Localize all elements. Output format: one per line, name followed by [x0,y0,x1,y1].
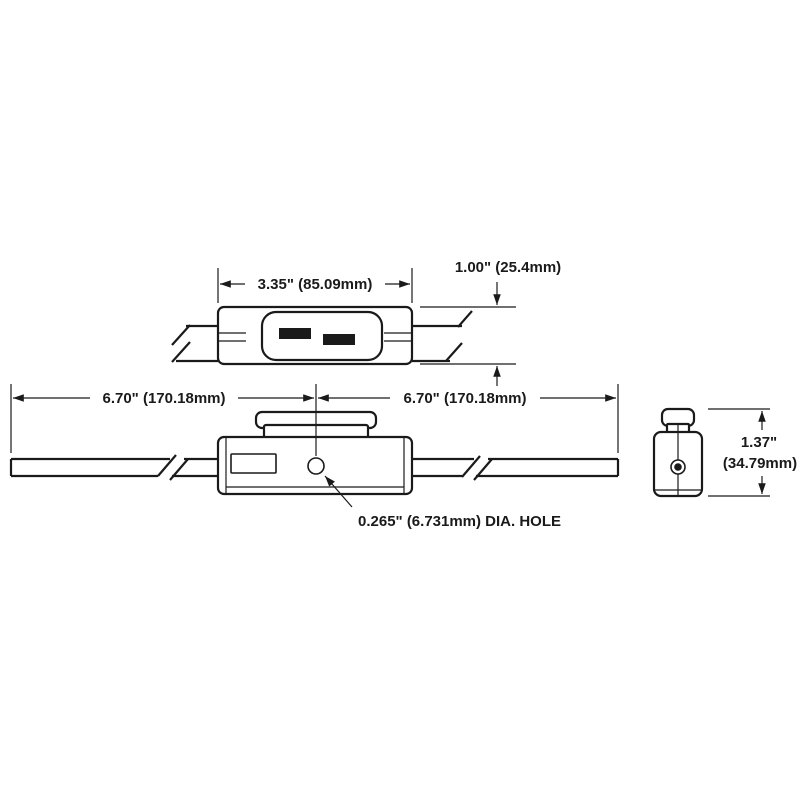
top-width-dimension: 3.35" (85.09mm) [217,268,413,303]
fuse-cavity [260,310,384,362]
top-height-dimension: 1.00" (25.4mm) [420,259,561,386]
lead-right-dimension: 6.70" (170.18mm) [318,384,619,453]
mounting-hole [307,457,325,475]
top-height-label: 1.00" (25.4mm) [455,259,561,276]
fuse-slot-left [279,328,311,339]
front-view-wire-left [9,454,218,481]
side-height-dimension: 1.37" (34.79mm) [708,408,797,497]
fuse-window [230,453,277,474]
side-view: 1.37" (34.79mm) [652,407,797,498]
side-height-mm-label: (34.79mm) [723,455,797,472]
lead-left-dimension: 6.70" (170.18mm) [10,384,317,456]
fuse-slot-right [323,334,355,345]
top-view-wire-left [171,324,218,363]
lead-left-label: 6.70" (170.18mm) [102,390,225,407]
lead-right-label: 6.70" (170.18mm) [403,390,526,407]
front-view-wire-right [412,455,620,481]
side-view-wire-end [674,463,682,471]
top-view: 3.35" (85.09mm) 1.00" (25.4mm) [171,259,561,386]
top-width-label: 3.35" (85.09mm) [258,276,373,293]
top-view-wire-right [412,310,473,363]
hole-note-label: 0.265" (6.731mm) DIA. HOLE [358,513,561,530]
hole-callout: 0.265" (6.731mm) DIA. HOLE [324,475,561,530]
front-view: 6.70" (170.18mm) 6.70" (170.18mm) 0.265"… [9,384,620,530]
side-height-in-label: 1.37" [741,434,777,451]
